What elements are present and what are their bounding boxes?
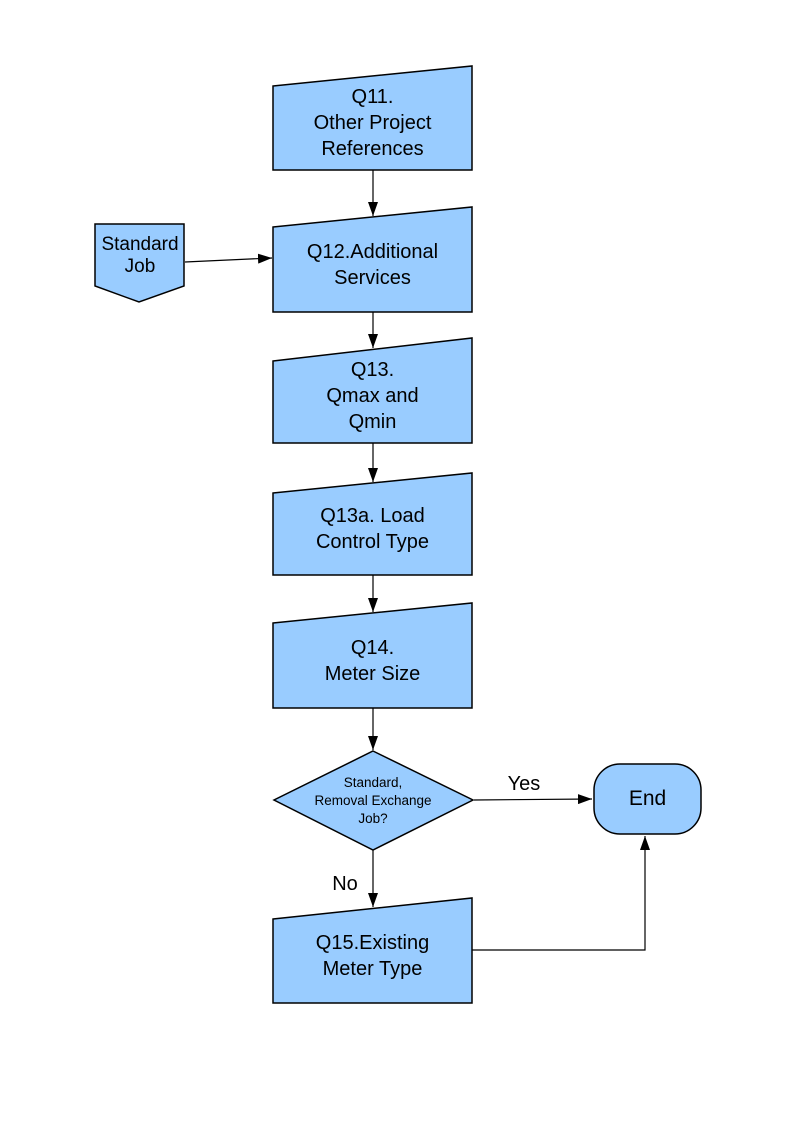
node-q13-shape	[272, 337, 473, 444]
edge-label-no: No	[332, 873, 358, 895]
node-standard-job-label: Standard Job	[101, 234, 179, 277]
node-q15-shape	[272, 897, 473, 1004]
node-q13a-label: Q13a. Load Control Type	[315, 505, 430, 553]
arrow-decision-yes-to-end	[473, 794, 593, 805]
node-q13a-shape	[272, 472, 473, 576]
node-q13-label: Q13. Qmax and Qmin	[326, 359, 419, 433]
node-q11-label: Q11. Other Project References	[313, 86, 432, 160]
arrow-q15-to-end	[472, 836, 650, 951]
node-q14-label: Q14. Meter Size	[324, 636, 421, 685]
node-decision-label: Standard, Removal Exchange Job?	[314, 775, 432, 826]
node-q12-shape	[272, 206, 473, 313]
node-end-shape	[593, 763, 702, 835]
node-q14-shape	[272, 602, 473, 709]
edge-label-yes: Yes	[507, 773, 541, 795]
node-q15-label: Q15.Existing Meter Type	[315, 931, 430, 980]
node-end-label: End	[628, 787, 667, 810]
arrow-standard-job-to-q12	[184, 253, 273, 264]
node-standard-job-shape	[94, 223, 185, 303]
node-q11-shape	[272, 65, 473, 171]
node-q12-label: Q12.Additional Services	[306, 240, 439, 289]
